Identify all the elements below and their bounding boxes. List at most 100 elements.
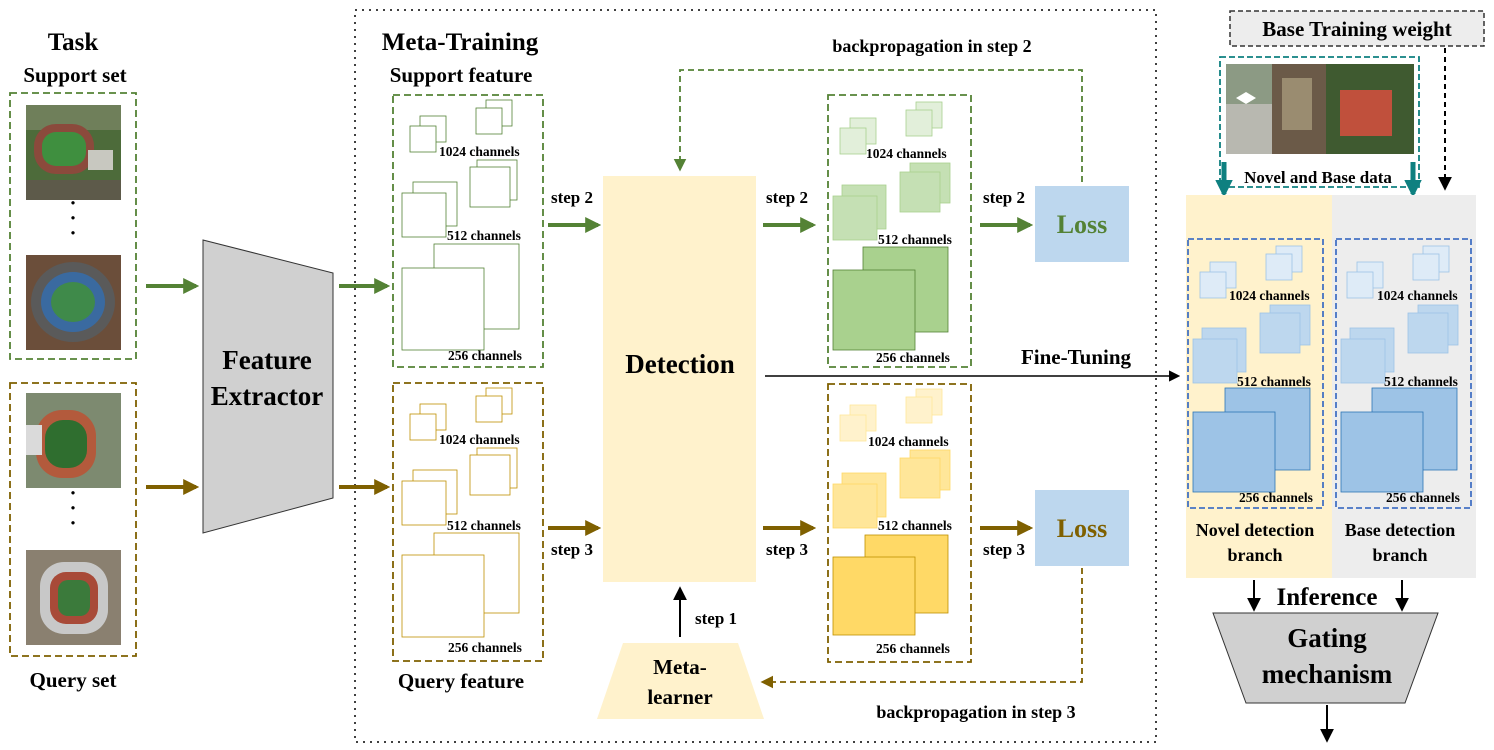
novel-base-data-images [1226,64,1414,154]
support-feature-label: Support feature [390,63,533,87]
support-ellipsis-3: · [69,221,76,245]
meta-learner-shape [597,643,764,719]
novel-branch-1024-stack [1199,245,1303,299]
step2-label-left: step 2 [551,188,593,207]
query-feature-box [392,382,544,662]
support-output-box [827,94,972,368]
base-training-weight-label: Base Training weight [1262,17,1451,41]
query-set-label: Query set [30,668,117,692]
query-feature-1024-label: 1024 channels [439,432,520,447]
meta-training-frame [354,9,1157,743]
base-branch-panel [1332,195,1476,578]
support-feature-1024-label: 1024 channels [439,144,520,159]
base-branch-1024-label: 1024 channels [1377,288,1458,303]
query-image-stadium-1 [26,393,121,488]
query-image-stadium-2 [26,550,121,645]
query-feature-label: Query feature [398,669,524,693]
novel-branch-1024-label: 1024 channels [1229,288,1310,303]
query-loss-box [1035,490,1129,566]
query-output-256-stack [832,534,949,636]
query-feature-256-stack [401,532,520,638]
step2-label-mid: step 2 [766,188,808,207]
query-output-1024-stack [839,388,943,442]
query-set-box [9,382,137,657]
query-feature-512-label: 512 channels [447,518,521,533]
detection-label: Detection [625,349,734,379]
novel-branch-512-stack [1192,304,1311,384]
support-loss-label: Loss [1057,210,1108,239]
novel-branch-512-label: 512 channels [1237,374,1311,389]
support-feature-256-stack [401,243,520,351]
novel-branch-label-line1: Novel detection [1196,520,1314,540]
support-output-512-label: 512 channels [878,232,952,247]
novel-base-data-label: Novel and Base data [1244,168,1392,187]
query-loss-label: Loss [1057,514,1108,543]
backprop-step3-label: backpropagation in step 3 [876,702,1075,722]
base-branch-256-stack [1340,387,1458,493]
query-output-512-stack [832,449,951,529]
inference-label: Inference [1277,584,1378,611]
support-output-1024-stack [839,101,943,155]
query-ellipsis-2: · [69,496,76,520]
query-output-256-label: 256 channels [876,641,950,656]
novel-base-data-box [1219,56,1420,188]
support-output-256-stack [832,246,949,351]
support-feature-box [392,94,544,368]
query-feature-256-label: 256 channels [448,640,522,655]
backprop-step2-label: backpropagation in step 2 [832,36,1031,56]
query-output-512-label: 512 channels [878,518,952,533]
step3-label-right: step 3 [983,540,1025,559]
gating-label-line2: mechanism [1262,659,1393,689]
support-set-box [9,92,137,360]
support-image-stadium-2 [26,255,121,350]
support-output-256-label: 256 channels [876,350,950,365]
support-loss-box [1035,186,1129,262]
base-branch-box [1335,238,1472,509]
meta-learner-label-line1: Meta- [653,655,707,679]
query-ellipsis-1: · [69,481,76,505]
support-ellipsis-1: · [69,191,76,215]
step2-label-right: step 2 [983,188,1025,207]
novel-branch-256-label: 256 channels [1239,490,1313,505]
support-feature-512-stack [401,159,518,238]
base-branch-label-line1: Base detection [1345,520,1455,540]
support-feature-256-label: 256 channels [448,348,522,363]
support-set-label: Support set [23,63,126,87]
base-training-weight-box [1229,10,1485,47]
gating-mechanism-shape [1212,612,1439,704]
feature-extractor-shape [202,239,334,534]
support-feature-512-label: 512 channels [447,228,521,243]
base-branch-256-label: 256 channels [1386,490,1460,505]
feature-extractor-label-line2: Extractor [211,381,323,411]
step3-label-mid: step 3 [766,540,808,559]
base-branch-512-stack [1340,304,1459,384]
step3-label-left: step 3 [551,540,593,559]
novel-branch-box [1187,238,1324,509]
base-branch-512-label: 512 channels [1384,374,1458,389]
support-feature-1024-stack [409,99,513,153]
query-output-box [827,383,972,663]
detection-box [603,176,756,582]
meta-training-title: Meta-Training [382,29,539,56]
backprop-step3-path [760,568,1083,689]
support-image-stadium-1 [26,105,121,200]
step1-label: step 1 [695,609,737,628]
query-output-1024-label: 1024 channels [868,434,949,449]
novel-branch-label-line2: branch [1227,545,1282,565]
task-title: Task [48,29,99,56]
fine-tuning-label: Fine-Tuning [1021,345,1132,369]
query-feature-1024-stack [409,387,513,441]
query-feature-512-stack [401,447,518,526]
support-output-1024-label: 1024 channels [866,146,947,161]
support-ellipsis-2: · [69,206,76,230]
support-output-512-stack [832,162,951,241]
backprop-step2-path [673,69,1083,182]
feature-extractor-label-line1: Feature [222,345,311,375]
base-branch-1024-stack [1346,245,1450,299]
meta-learner-label-line2: learner [647,685,712,709]
query-ellipsis-3: · [69,511,76,535]
base-branch-label-line2: branch [1372,545,1427,565]
gating-label-line1: Gating [1287,623,1367,653]
novel-branch-panel [1186,195,1332,578]
